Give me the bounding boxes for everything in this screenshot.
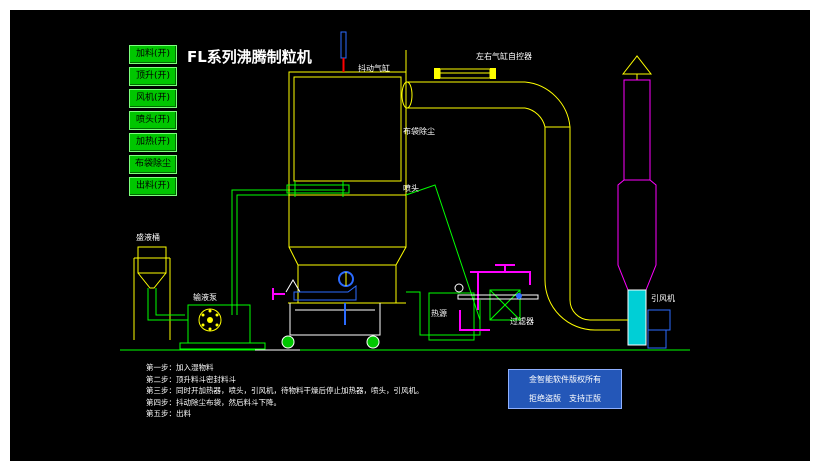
- label-heater: 热源: [431, 309, 447, 318]
- heat-button[interactable]: 加热(开): [129, 133, 177, 152]
- liquid-tank: [133, 246, 171, 340]
- lr-cylinder-controller: [434, 68, 496, 79]
- discharge-button[interactable]: 出料(开): [129, 177, 177, 196]
- exhaust-stack: [617, 55, 671, 349]
- spray-button[interactable]: 喷头(开): [129, 111, 177, 130]
- step-item: 第四步：抖动除尘布袋，然后料斗下降。: [146, 397, 281, 407]
- process-diagram: [120, 31, 690, 351]
- lift-button[interactable]: 顶升(开): [129, 67, 177, 86]
- step-item: 第二步：顶升料斗密封料斗: [146, 374, 236, 384]
- label-shake-cylinder: 抖动气缸: [358, 64, 390, 73]
- feed-button[interactable]: 加料(开): [129, 45, 177, 64]
- operation-steps: 第一步：加入湿物料 第二步：顶升料斗密封料斗 第三步：同时开加热器，喷头，引风机…: [146, 362, 424, 420]
- label-liquid-pump: 输液泵: [193, 293, 217, 302]
- wheel-icon: [366, 335, 380, 349]
- step-item: 第三步：同时开加热器，喷头，引风机，待物料干燥后停止加热器，喷头，引风机。: [146, 386, 424, 395]
- copyright-line-2: 拒绝盗版 支持正版: [529, 394, 601, 403]
- label-lr-cylinder: 左右气缸自控器: [476, 52, 532, 61]
- copyright-line-1: 金智能软件版权所有: [529, 375, 601, 384]
- material-trolley: [255, 271, 381, 351]
- exhaust-duct: [401, 81, 620, 331]
- air-filter: [457, 264, 539, 321]
- fan-motor-icon: [647, 309, 671, 331]
- wheel-icon: [281, 335, 295, 349]
- bag-filter-lines: [405, 184, 481, 321]
- bag-dust-button[interactable]: 布袋除尘: [129, 155, 177, 174]
- chimney-cap-icon: [621, 55, 653, 75]
- scada-screen: FL系列沸腾制粒机 加料(开) 顶升(开) 风机(开) 喷头(开) 加热(开) …: [10, 10, 810, 461]
- label-bag-filter: 布袋除尘: [403, 127, 435, 136]
- label-air-filter: 过滤器: [510, 317, 534, 326]
- label-fan: 引风机: [651, 294, 675, 303]
- liquid-pump: [179, 304, 266, 350]
- step-item: 第五步：出料: [146, 409, 191, 418]
- liquid-pipe: [147, 288, 189, 325]
- label-spray-head: 喷头: [403, 184, 419, 193]
- label-liquid-tank: 盛液桶: [136, 233, 160, 242]
- shake-cylinder: [340, 31, 347, 72]
- fan-button[interactable]: 风机(开): [129, 89, 177, 108]
- pressure-gauge-icon: [454, 283, 464, 293]
- pump-impeller-icon: [198, 308, 222, 332]
- step-item: 第一步：加入湿物料: [146, 363, 214, 372]
- page-title: FL系列沸腾制粒机: [187, 48, 312, 66]
- heater-unit: [406, 283, 490, 341]
- spray-header: [286, 181, 350, 197]
- copyright-box: 金智能软件版权所有 拒绝盗版 支持正版: [508, 369, 622, 409]
- granulator-body: [288, 71, 407, 304]
